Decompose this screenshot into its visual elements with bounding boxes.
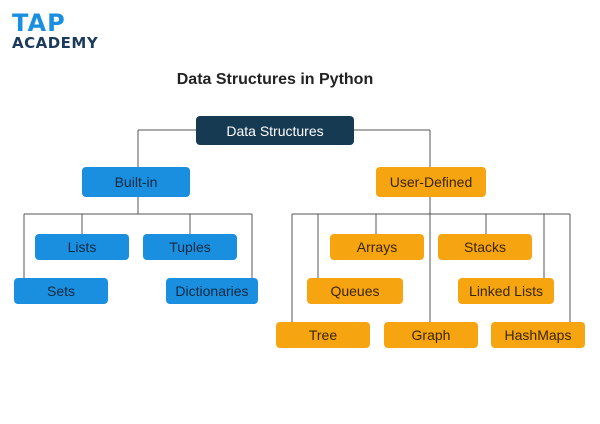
node-sets: Sets xyxy=(14,278,108,304)
logo-text-tap: TAP xyxy=(12,9,66,37)
node-linked-lists: Linked Lists xyxy=(458,278,554,304)
diagram-title: Data Structures in Python xyxy=(176,71,374,88)
node-lists: Lists xyxy=(35,234,129,260)
node-tree: Tree xyxy=(276,322,370,348)
logo-text-academy: ACADEMY xyxy=(12,34,99,52)
node-user-defined: User-Defined xyxy=(376,167,486,197)
node-arrays: Arrays xyxy=(330,234,424,260)
node-dictionaries: Dictionaries xyxy=(166,278,258,304)
node-tuples: Tuples xyxy=(143,234,237,260)
tap-academy-logo: TAP ACADEMY xyxy=(10,10,110,54)
node-data-structures: Data Structures xyxy=(196,116,354,145)
node-built-in: Built-in xyxy=(82,167,190,197)
node-graph: Graph xyxy=(384,322,478,348)
node-stacks: Stacks xyxy=(438,234,532,260)
node-queues: Queues xyxy=(307,278,403,304)
node-hashmaps: HashMaps xyxy=(491,322,585,348)
